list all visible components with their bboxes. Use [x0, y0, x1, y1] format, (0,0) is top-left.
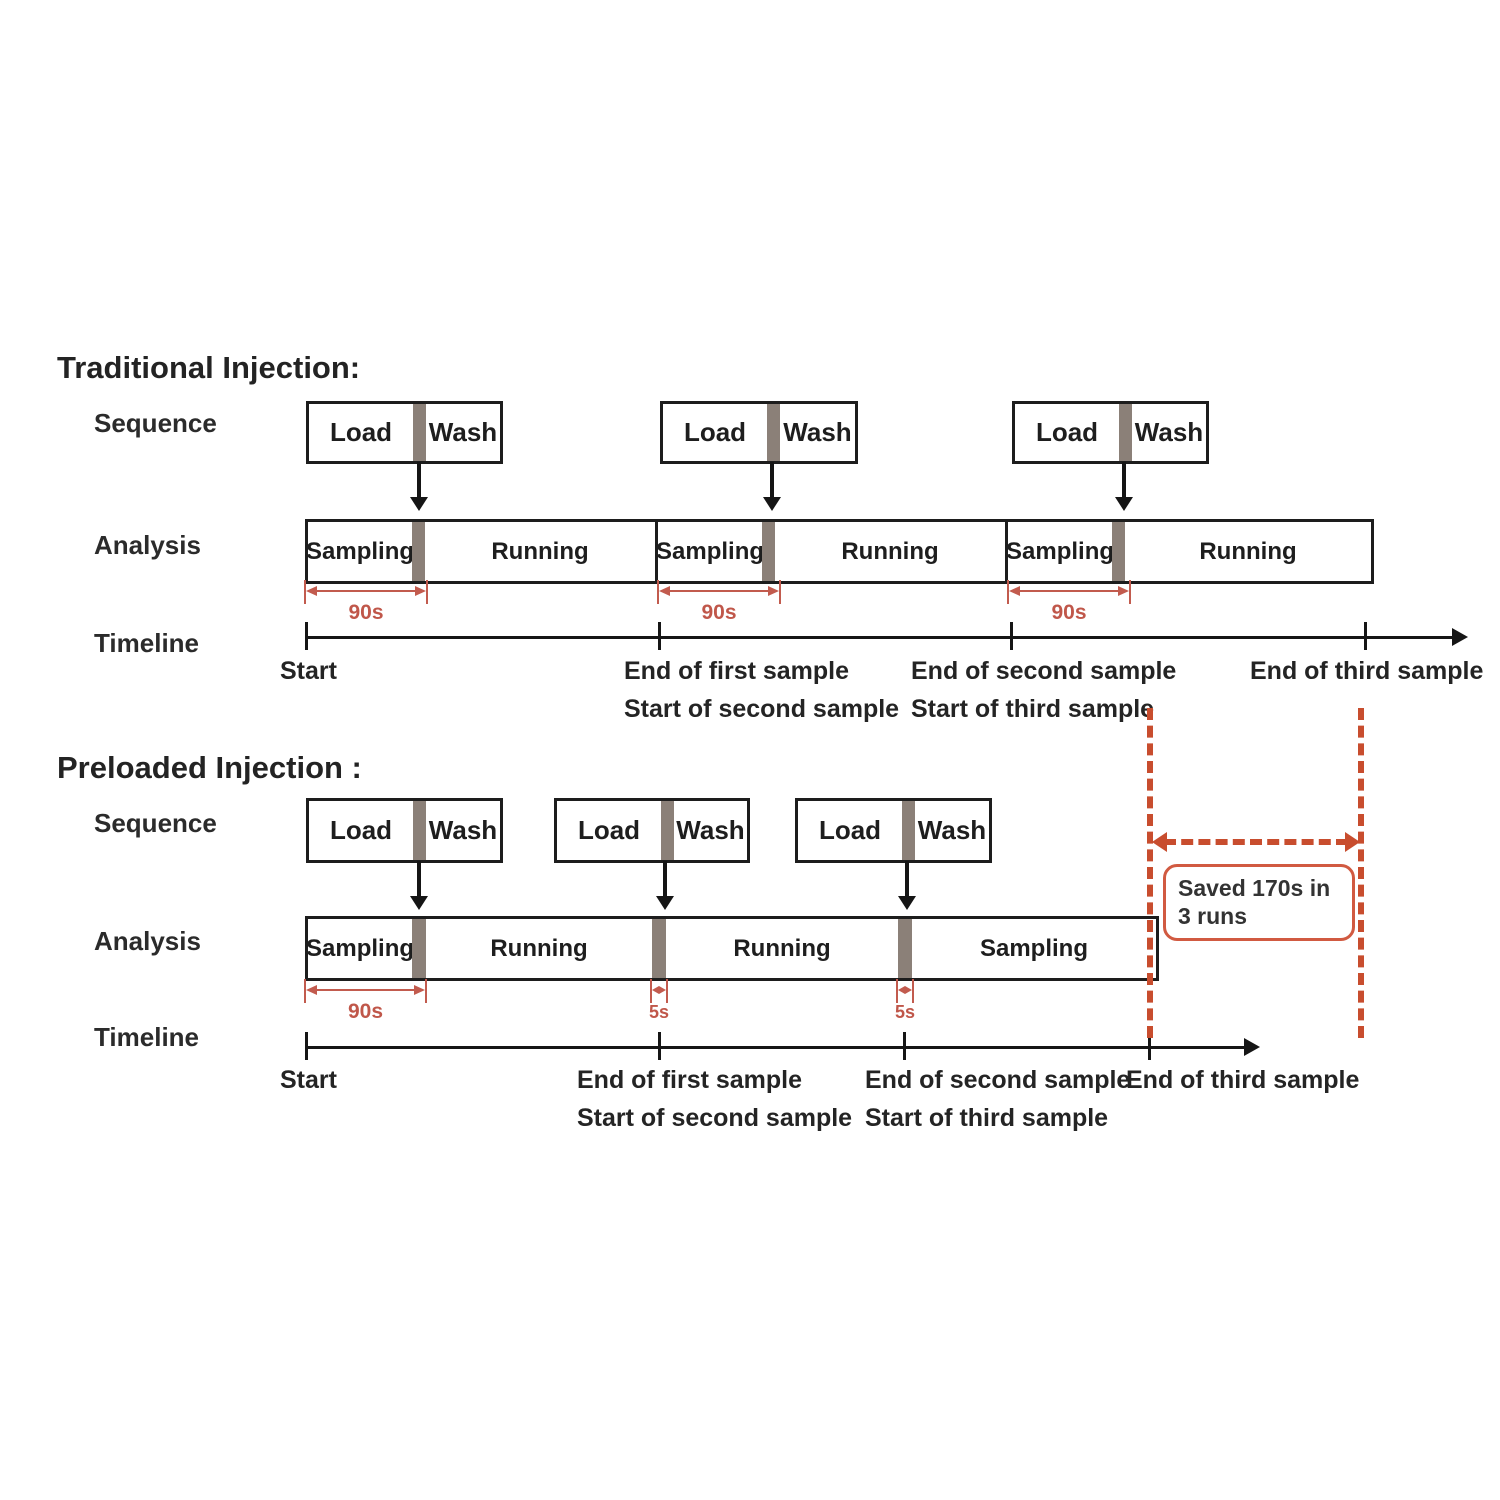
segment-running: Running: [490, 934, 588, 962]
traditional-load-wash-box-3: Load Wash: [1012, 401, 1209, 464]
timeline-tick: [305, 622, 308, 650]
down-arrow-icon: [410, 462, 428, 511]
traditional-analysis-bar: Sampling Running Sampling Running Sampli…: [305, 519, 1374, 584]
preloaded-load-wash-box-3: Load Wash: [795, 798, 992, 863]
wash-label: Wash: [428, 417, 498, 447]
timeline-label-end-first: End of first sample: [624, 657, 850, 685]
load-label: Load: [818, 815, 882, 845]
duration-label: 90s: [701, 601, 737, 624]
saved-note-box: Saved 170s in 3 runs: [1163, 864, 1355, 942]
preloaded-sequence-row-label: Sequence: [94, 808, 217, 838]
gray-divider: [661, 801, 674, 860]
timeline-label-end-third: End of third sample: [1250, 657, 1484, 685]
segment-sampling: Sampling: [979, 934, 1088, 962]
down-arrow-icon: [1115, 462, 1133, 511]
dashed-reference-line-right: [1358, 708, 1364, 1038]
dimension-arrow-icon: [650, 979, 668, 1003]
dimension-arrow-icon: [896, 979, 914, 1003]
duration-label: 90s: [1051, 601, 1087, 624]
segment-running: Running: [733, 934, 831, 962]
wash-label: Wash: [783, 417, 852, 447]
down-arrow-icon: [656, 861, 674, 910]
saved-time-double-arrow-icon: [1152, 831, 1360, 853]
timeline-tick: [658, 622, 661, 650]
timeline-label-end-second: End of second sample: [865, 1066, 1131, 1094]
dashed-reference-line-left: [1147, 708, 1153, 1038]
segment-sampling: Sampling: [306, 537, 415, 565]
timeline-tick: [1364, 622, 1367, 650]
timeline-label-start-second: Start of second sample: [577, 1104, 853, 1132]
sample-boundary: [1005, 522, 1008, 581]
timeline-tick: [1148, 1032, 1151, 1060]
gray-divider: [762, 522, 775, 581]
duration-label: 90s: [347, 1000, 384, 1023]
gray-divider: [902, 801, 915, 860]
timeline-arrowhead-icon: [1244, 1038, 1260, 1056]
traditional-timeline-row-label: Timeline: [94, 628, 200, 658]
gray-divider: [413, 801, 426, 860]
preloaded-load-wash-box-2: Load Wash: [554, 798, 750, 863]
dimension-arrow-icon: [1007, 580, 1131, 604]
wash-label: Wash: [917, 815, 987, 845]
traditional-title: Traditional Injection:: [57, 350, 361, 385]
timeline-axis: [305, 1038, 1260, 1056]
gray-divider: [412, 522, 425, 581]
duration-label: 5s: [648, 1002, 670, 1022]
load-label: Load: [1035, 417, 1099, 447]
wash-label: Wash: [676, 815, 745, 845]
load-label: Load: [683, 417, 747, 447]
gray-divider: [413, 404, 426, 461]
down-arrow-icon: [898, 861, 916, 910]
sample-boundary: [655, 522, 658, 581]
duration-label: 90s: [348, 601, 384, 624]
segment-sampling: Sampling: [656, 537, 765, 565]
preloaded-analysis-row-label: Analysis: [94, 926, 201, 956]
down-arrow-icon: [763, 462, 781, 511]
timeline-tick: [1010, 622, 1013, 650]
preloaded-title: Preloaded Injection :: [57, 750, 362, 785]
segment-running: Running: [841, 537, 939, 565]
gray-divider: [898, 919, 912, 978]
timeline-tick: [305, 1032, 308, 1060]
gray-divider: [412, 919, 426, 978]
timeline-label-start-second: Start of second sample: [624, 695, 900, 723]
timeline-axis: [305, 628, 1468, 646]
segment-running: Running: [1199, 537, 1297, 565]
timeline-label-start: Start: [280, 1066, 337, 1094]
duration-label: 5s: [894, 1002, 916, 1022]
load-label: Load: [577, 815, 641, 845]
gray-divider: [1119, 404, 1132, 461]
preloaded-load-wash-box-1: Load Wash: [306, 798, 503, 863]
timeline-label-end-first: End of first sample: [577, 1066, 803, 1094]
segment-sampling: Sampling: [306, 934, 415, 962]
timeline-label-start-third: Start of third sample: [865, 1104, 1109, 1132]
gray-divider: [1112, 522, 1125, 581]
timeline-label-start: Start: [280, 657, 337, 685]
traditional-load-wash-box-2: Load Wash: [660, 401, 858, 464]
traditional-sequence-row-label: Sequence: [94, 408, 217, 438]
wash-label: Wash: [1134, 417, 1204, 447]
wash-label: Wash: [428, 815, 498, 845]
traditional-load-wash-box-1: Load Wash: [306, 401, 503, 464]
dimension-arrow-icon: [657, 580, 781, 604]
timeline-tick: [903, 1032, 906, 1060]
timeline-label-end-second: End of second sample: [911, 657, 1177, 685]
timeline-label-start-third: Start of third sample: [911, 695, 1155, 723]
traditional-analysis-row-label: Analysis: [94, 530, 201, 560]
preloaded-analysis-bar: Sampling Running Running Sampling: [305, 916, 1159, 981]
load-label: Load: [329, 417, 393, 447]
timeline-arrowhead-icon: [1452, 628, 1468, 646]
dimension-arrow-icon: [304, 580, 428, 604]
preloaded-timeline-row-label: Timeline: [94, 1022, 200, 1052]
timeline-tick: [658, 1032, 661, 1060]
segment-running: Running: [491, 537, 589, 565]
down-arrow-icon: [410, 861, 428, 910]
segment-sampling: Sampling: [1006, 537, 1115, 565]
dimension-arrow-icon: [304, 979, 427, 1003]
gray-divider: [652, 919, 666, 978]
timeline-label-end-third: End of third sample: [1126, 1066, 1360, 1094]
gray-divider: [767, 404, 780, 461]
load-label: Load: [329, 815, 393, 845]
